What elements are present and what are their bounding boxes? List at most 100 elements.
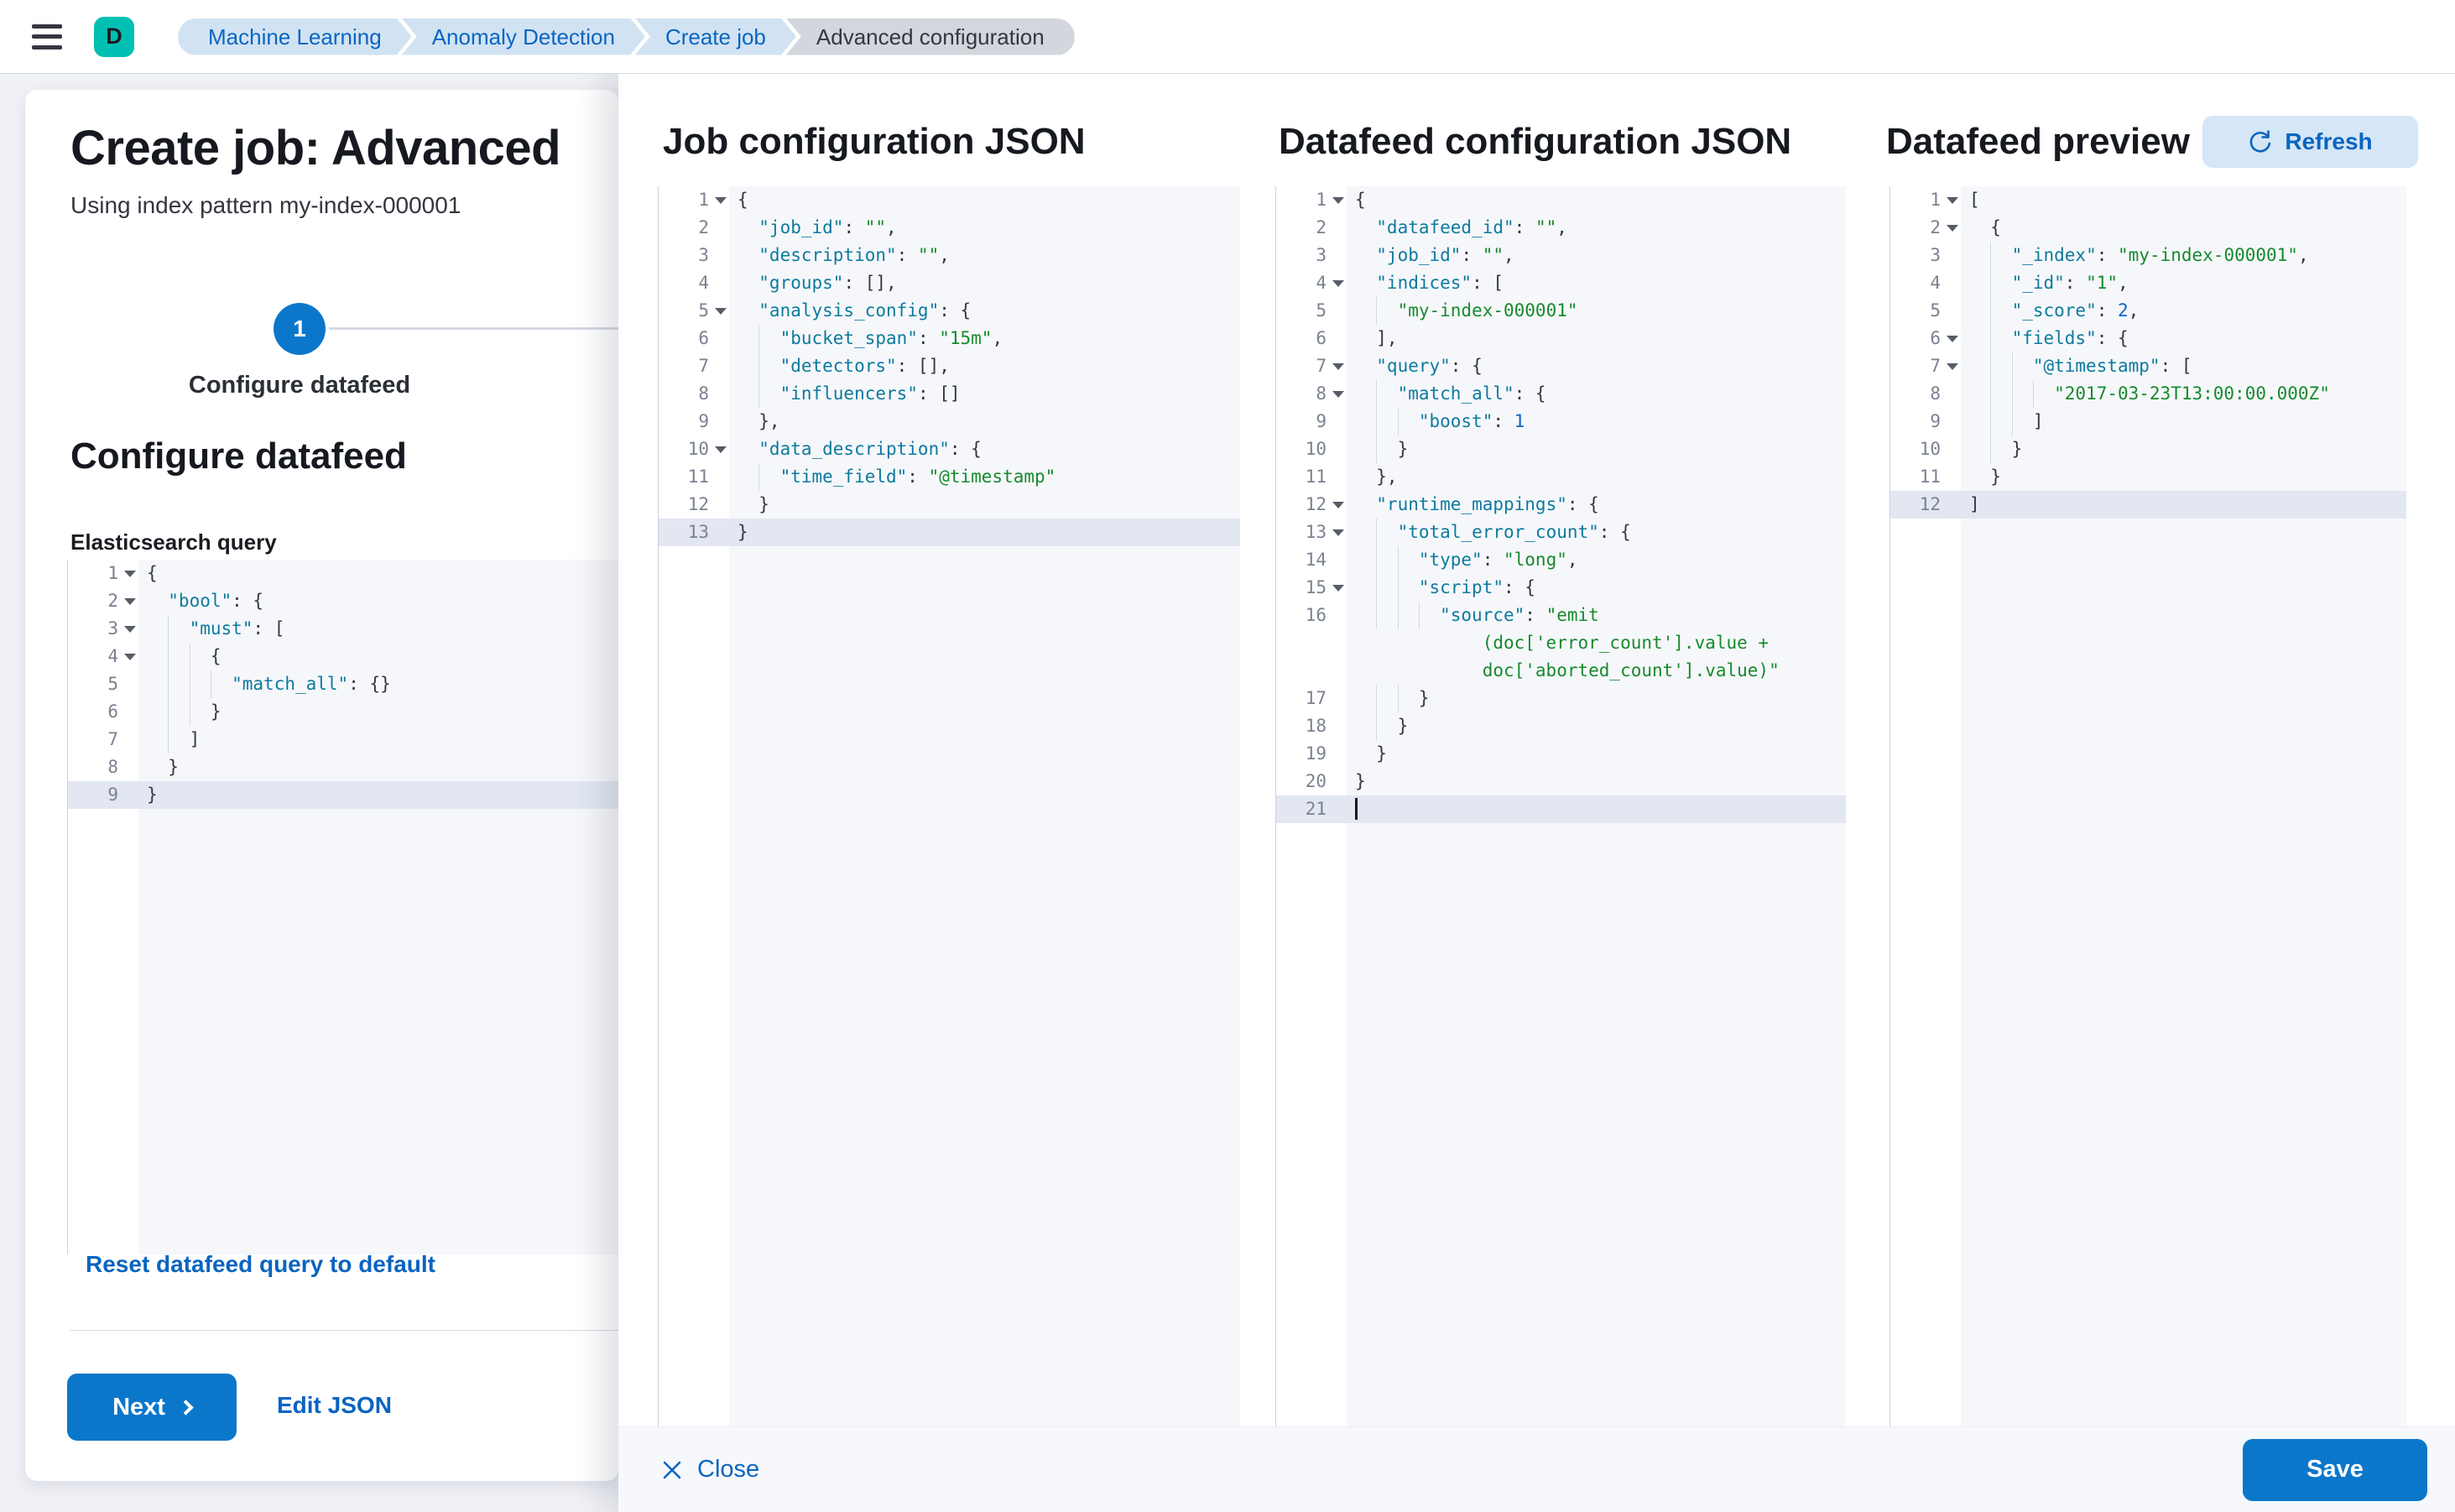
code-line[interactable]: 12"runtime_mappings": {: [1305, 494, 1599, 514]
reset-datafeed-query-link[interactable]: Reset datafeed query to default: [86, 1251, 435, 1277]
code-line[interactable]: 9]: [1890, 408, 2406, 435]
code-line[interactable]: 17}: [1276, 685, 1846, 712]
code-line[interactable]: 1{: [698, 190, 748, 210]
job-config-json-editor[interactable]: 1{ 2"job_id": "", 3"description": "", 4"gro…: [658, 186, 1240, 1426]
fold-arrow-icon[interactable]: [1332, 585, 1344, 592]
fold-arrow-icon[interactable]: [1332, 529, 1344, 536]
code-line[interactable]: 14"type": "long",: [1276, 546, 1846, 574]
fold-arrow-icon[interactable]: [715, 308, 727, 315]
code-line[interactable]: 3"_index": "my-index-000001",: [1890, 242, 2406, 269]
chevron-right-icon: [178, 1399, 194, 1416]
code-line[interactable]: 18}: [1276, 712, 1846, 740]
code-line[interactable]: 4"indices": [: [1316, 273, 1504, 293]
fold-arrow-icon[interactable]: [1947, 197, 1958, 204]
code-line[interactable]: 20}: [1305, 771, 1366, 791]
code-line[interactable]: 11"time_field": "@timestamp": [659, 463, 1240, 491]
next-button-label: Next: [112, 1393, 165, 1421]
elasticsearch-query-editor[interactable]: 1{ 2"bool": { 3"must": [4{5"match_all": {}…: [67, 560, 618, 1254]
code-line[interactable]: 12]: [1890, 491, 2406, 519]
edit-json-link[interactable]: Edit JSON: [277, 1392, 392, 1418]
code-line[interactable]: 16"source": "emit: [1276, 602, 1846, 629]
close-icon: [663, 1461, 681, 1478]
code-line[interactable]: 5"my-index-000001": [1276, 297, 1846, 325]
code-line[interactable]: 21: [1276, 795, 1846, 823]
close-button-label: Close: [697, 1456, 760, 1483]
fold-arrow-icon[interactable]: [124, 654, 136, 660]
code-line[interactable]: 5"analysis_config": {: [698, 300, 972, 321]
code-line[interactable]: 4{: [68, 643, 618, 670]
code-line[interactable]: 15"script": {: [1276, 574, 1846, 602]
code-line[interactable]: 13"total_error_count": {: [1276, 519, 1846, 546]
fold-arrow-icon[interactable]: [1332, 391, 1344, 398]
code-line[interactable]: 5"_score": 2,: [1890, 297, 2406, 325]
code-line[interactable]: 1{: [1316, 190, 1366, 210]
code-line[interactable]: 9"boost": 1: [1276, 408, 1846, 435]
code-line[interactable]: 6}: [68, 698, 618, 726]
code-line[interactable]: 5"match_all": {}: [68, 670, 618, 698]
code-line[interactable]: 8}: [107, 757, 179, 777]
code-line[interactable]: 3"must": [: [68, 615, 618, 643]
code-line[interactable]: 4"groups": [],: [698, 273, 897, 293]
code-line[interactable]: 9},: [698, 411, 780, 431]
fold-arrow-icon[interactable]: [1332, 197, 1344, 204]
fold-arrow-icon[interactable]: [1332, 280, 1344, 287]
space-avatar[interactable]: D: [94, 16, 134, 57]
code-line[interactable]: 6"bucket_span": "15m",: [659, 325, 1240, 352]
code-line[interactable]: 7"detectors": [],: [659, 352, 1240, 380]
save-button[interactable]: Save: [2243, 1438, 2427, 1501]
close-button[interactable]: Close: [660, 1456, 759, 1483]
code-line[interactable]: (doc['error_count'].value +: [1482, 633, 1770, 653]
code-line[interactable]: 3"job_id": "",: [1316, 245, 1514, 265]
code-line[interactable]: 4"_id": "1",: [1890, 269, 2406, 297]
fold-arrow-icon[interactable]: [124, 598, 136, 605]
menu-hamburger-icon[interactable]: [32, 23, 62, 50]
code-line[interactable]: 8"influencers": []: [659, 380, 1240, 408]
code-line[interactable]: 10}: [1890, 435, 2406, 463]
index-pattern-subtitle: Using index pattern my-index-000001: [70, 192, 461, 218]
datafeed-config-json-editor[interactable]: 1{ 2"datafeed_id": "", 3"job_id": "", 4"ind…: [1275, 186, 1846, 1426]
code-line[interactable]: 7"query": {: [1316, 356, 1483, 376]
step-1-indicator[interactable]: 1: [274, 303, 326, 355]
page-title: Create job: Advanced: [70, 121, 561, 175]
code-line[interactable]: 8"2017-03-23T13:00:00.000Z": [1890, 380, 2406, 408]
breadcrumb-anomaly-detection[interactable]: Anomaly Detection: [402, 18, 645, 55]
code-line[interactable]: 7]: [68, 726, 618, 753]
fold-arrow-icon[interactable]: [715, 197, 727, 204]
code-line[interactable]: 9}: [68, 781, 618, 809]
fold-arrow-icon[interactable]: [1947, 336, 1958, 342]
fold-arrow-icon[interactable]: [1947, 225, 1958, 232]
next-button[interactable]: Next: [67, 1374, 237, 1441]
datafeed-config-panel-title: Datafeed configuration JSON: [1279, 121, 1792, 162]
code-line[interactable]: 10}: [1276, 435, 1846, 463]
code-line[interactable]: 6],: [1316, 328, 1398, 348]
code-line[interactable]: 10"data_description": {: [687, 439, 982, 459]
datafeed-preview-editor[interactable]: 1[ 2{ 3"_index": "my-index-000001",4"_id":…: [1889, 186, 2406, 1426]
code-line[interactable]: 13}: [659, 519, 1240, 546]
refresh-button[interactable]: Refresh: [2202, 116, 2418, 168]
fold-arrow-icon[interactable]: [715, 446, 727, 453]
code-line[interactable]: 2"datafeed_id": "",: [1316, 217, 1567, 237]
code-line[interactable]: 1[: [1930, 190, 1980, 210]
code-line[interactable]: doc['aborted_count'].value)": [1482, 660, 1780, 680]
code-line[interactable]: 6"fields": {: [1890, 325, 2406, 352]
text-cursor: [1355, 798, 1358, 820]
code-line[interactable]: 19}: [1305, 743, 1387, 764]
code-line[interactable]: 7"@timestamp": [: [1890, 352, 2406, 380]
code-line[interactable]: 12}: [687, 494, 769, 514]
code-line[interactable]: 2"job_id": "",: [698, 217, 897, 237]
code-line[interactable]: 11},: [1305, 467, 1398, 487]
code-line[interactable]: 3"description": "",: [698, 245, 950, 265]
fold-arrow-icon[interactable]: [124, 571, 136, 577]
breadcrumb-create-job[interactable]: Create job: [635, 18, 796, 55]
code-line[interactable]: 1{: [107, 563, 158, 583]
fold-arrow-icon[interactable]: [1332, 363, 1344, 370]
fold-arrow-icon[interactable]: [1332, 502, 1344, 508]
step-1-label: Configure datafeed: [188, 372, 411, 399]
code-line[interactable]: 11}: [1919, 467, 2001, 487]
fold-arrow-icon[interactable]: [1947, 363, 1958, 370]
code-line[interactable]: 2{: [1930, 217, 2001, 237]
fold-arrow-icon[interactable]: [124, 626, 136, 633]
code-line[interactable]: 2"bool": {: [107, 591, 264, 611]
code-line[interactable]: 8"match_all": {: [1276, 380, 1846, 408]
breadcrumb-machine-learning[interactable]: Machine Learning: [178, 18, 412, 55]
